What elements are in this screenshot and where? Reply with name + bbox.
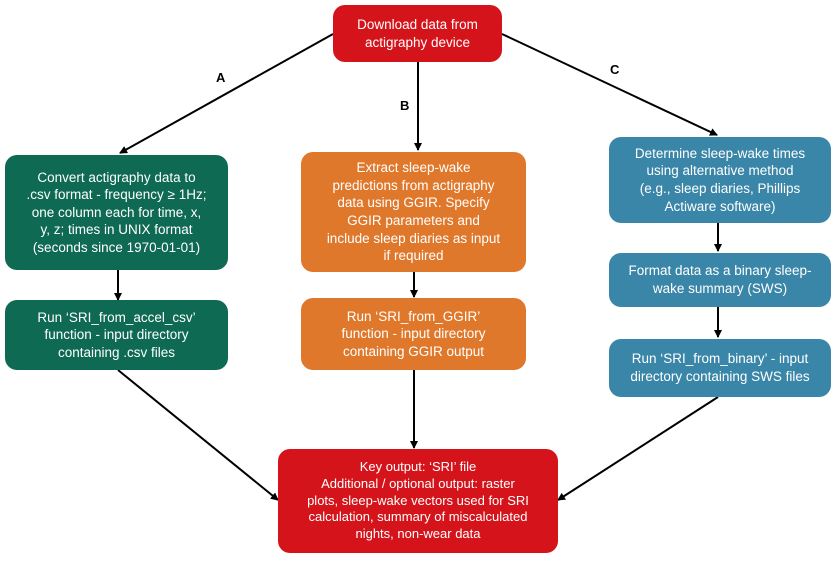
arrow-a2-to-end (117, 369, 279, 501)
start-node: Download data from actigraphy device (333, 5, 502, 62)
branch-a-run-node: Run ‘SRI_from_accel_csv’ function - inpu… (5, 300, 228, 370)
branch-b-run-node: Run ‘SRI_from_GGIR’ function - input dir… (301, 298, 526, 370)
arrow-start-to-c1 (501, 33, 718, 136)
arrow-start-to-a1 (119, 33, 334, 154)
branch-b-extract-node: Extract sleep-wake predictions from acti… (301, 152, 526, 272)
key-output-node: Key output: ‘SRI’ file Additional / opti… (278, 449, 558, 553)
branch-label-c: C (610, 62, 620, 77)
arrow-c3-to-end (557, 396, 719, 501)
branch-c-run-node: Run ‘SRI_from_binary’ - input directory … (609, 339, 831, 397)
branch-a-convert-node: Convert actigraphy data to .csv format -… (5, 155, 228, 270)
branch-label-a: A (216, 70, 226, 85)
branch-c-format-node: Format data as a binary sleep- wake summ… (609, 253, 831, 307)
branch-label-b: B (400, 98, 410, 113)
branch-c-determine-node: Determine sleep-wake times using alterna… (609, 137, 831, 223)
